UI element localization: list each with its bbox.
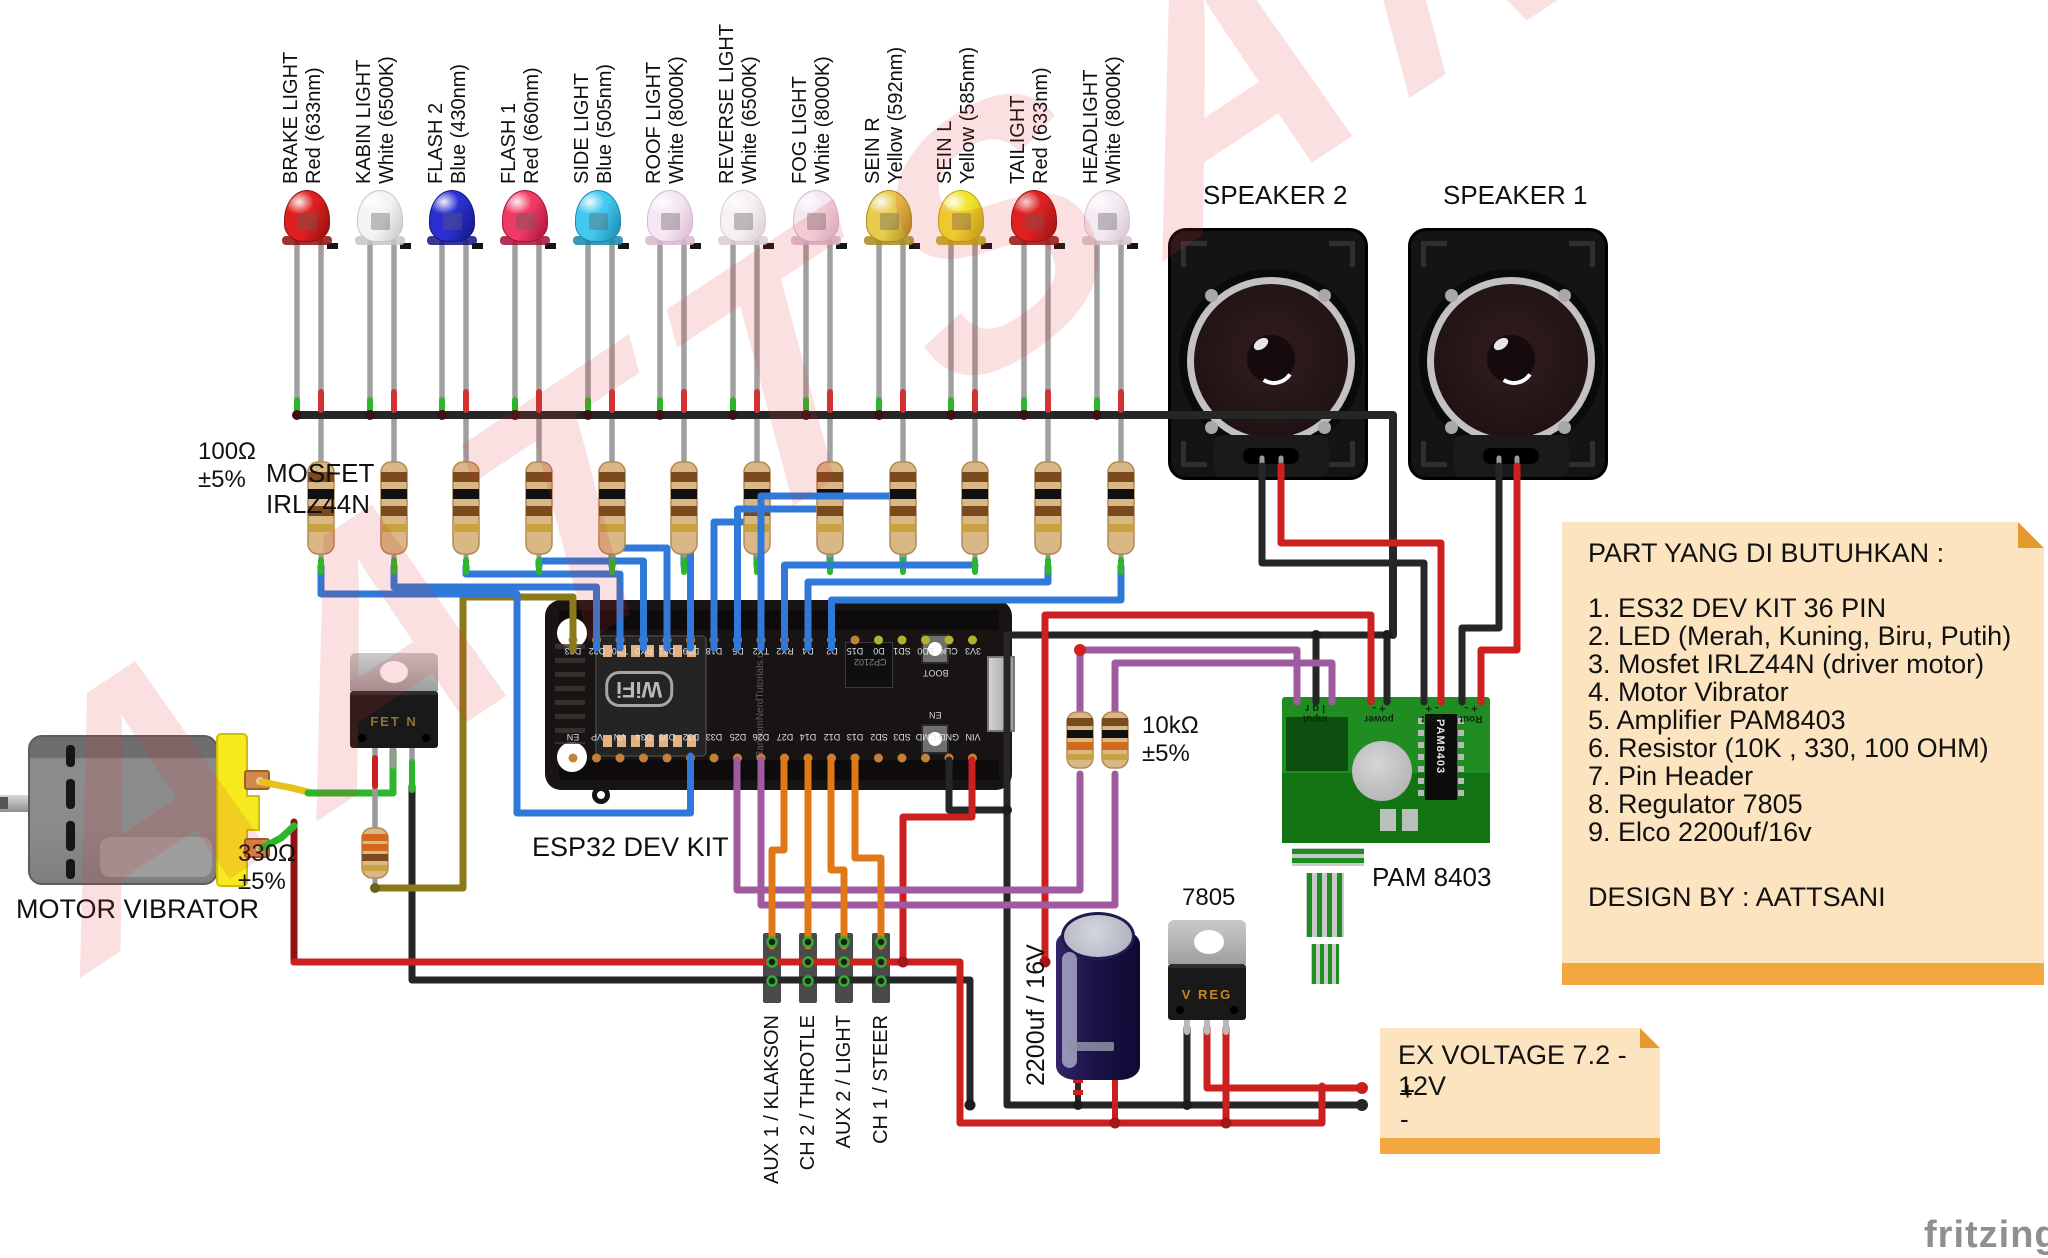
speaker1-label: SPEAKER 1: [1443, 180, 1588, 210]
note-item: 8. Regulator 7805: [1588, 789, 1803, 819]
ex-voltage-minus: -: [1400, 1104, 1409, 1134]
motor-label: MOTOR VIBRATOR: [16, 894, 260, 924]
regulator-7805-tab: [1168, 920, 1246, 964]
note-item: 4. Motor Vibrator: [1588, 677, 1789, 707]
motor-vibrator: [28, 735, 218, 885]
esp32-label: ESP32 DEV KIT: [532, 832, 729, 862]
led-headlight: [1084, 190, 1130, 242]
regulator-label: 7805: [1182, 884, 1236, 911]
note-item: 1. ES32 DEV KIT 36 PIN: [1588, 593, 1887, 623]
header-label: AUX 2 / LIGHT: [833, 1015, 855, 1149]
led-flash-2: [429, 190, 475, 242]
capacitor-label: 2200uf / 16V: [1022, 944, 1050, 1086]
motor-end-cap: [216, 733, 248, 887]
note-fold-icon: [1640, 1028, 1660, 1048]
led-sein-r: [866, 190, 912, 242]
ex-voltage-panel: EX VOLTAGE 7.2 - 12V + -: [1380, 1028, 1660, 1154]
parts-list-panel: PART YANG DI BUTUHKAN : 1. ES32 DEV KIT …: [1562, 522, 2044, 985]
speaker-1: [1408, 228, 1608, 480]
note-item: 9. Elco 2200uf/16v: [1588, 817, 1812, 847]
pam8403-label: PAM 8403: [1372, 862, 1492, 892]
resistor-330-label: 330Ω±5%: [238, 840, 296, 895]
mosfet-tab: [350, 653, 438, 691]
resistor-100-label: 100Ω±5%: [198, 438, 256, 493]
led-roof-light: [647, 190, 693, 242]
header-label: CH 2 / THROTLE: [797, 1015, 819, 1171]
note-fold-icon: [2018, 522, 2044, 548]
pam8403-chip: PAM8403: [1418, 714, 1464, 800]
design-by-text: DESIGN BY : AATTSANI: [1588, 882, 1886, 912]
note-item: 7. Pin Header: [1588, 761, 1754, 791]
regulator-7805-body: V REG: [1168, 964, 1246, 1020]
note-item: 2. LED (Merah, Kuning, Biru, Putih): [1588, 621, 2012, 651]
header-label: AUX 1 / KLAKSON: [761, 1015, 783, 1184]
led-side-light: [575, 190, 621, 242]
led-brake-light: [284, 190, 330, 242]
en-button: [921, 724, 949, 754]
mosfet-body: FET N: [350, 691, 438, 748]
led-sein-l: [938, 190, 984, 242]
led-flash-1: [502, 190, 548, 242]
led-kabin-light: [357, 190, 403, 242]
led-fog-light: [793, 190, 839, 242]
parts-list-title: PART YANG DI BUTUHKAN :: [1588, 538, 1945, 568]
note-item: 6. Resistor (10K , 330, 100 OHM): [1588, 733, 1989, 763]
ex-voltage-title: EX VOLTAGE 7.2 - 12V: [1398, 1040, 1627, 1101]
led-reverse-light: [720, 190, 766, 242]
ex-voltage-plus: +: [1400, 1076, 1416, 1106]
note-item: 5. Amplifier PAM8403: [1588, 705, 1846, 735]
note-item: 3. Mosfet IRLZ44N (driver motor): [1588, 649, 1985, 679]
resistor-10k-label: 10kΩ±5%: [1142, 712, 1199, 767]
motor-shaft: [0, 795, 32, 812]
led-tailight: [1011, 190, 1057, 242]
speaker2-label: SPEAKER 2: [1203, 180, 1348, 210]
header-label: CH 1 / STEER: [870, 1015, 892, 1144]
